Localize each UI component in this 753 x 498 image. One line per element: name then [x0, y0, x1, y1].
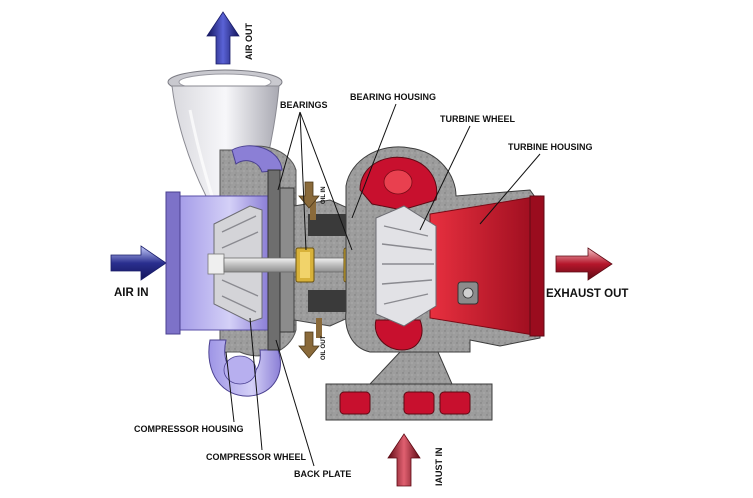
oil-out-arrow-icon [298, 331, 320, 359]
label-air-out: AIR OUT [244, 23, 254, 61]
exhaust-inlet-flange [325, 351, 493, 421]
label-back-plate: BACK PLATE [294, 469, 351, 479]
label-turbine-housing: TURBINE HOUSING [508, 142, 593, 152]
label-exhaust-in: IAUST IN [434, 447, 444, 486]
label-oil-in: OIL IN [321, 186, 327, 204]
label-turbine-wheel: TURBINE WHEEL [440, 114, 515, 124]
bearing-left [295, 247, 315, 283]
label-air-in: AIR IN [114, 287, 149, 299]
label-compressor-wheel: COMPRESSOR WHEEL [206, 452, 307, 462]
label-bearing-housing: BEARING HOUSING [350, 92, 436, 102]
label-oil-out: OIL OUT [321, 335, 327, 360]
leader-turbine-wheel [419, 125, 471, 231]
air-out-arrow-icon [206, 11, 240, 65]
leader-back-plate [275, 339, 315, 467]
turbine-wheel [375, 205, 437, 327]
exhaust-in-arrow-icon [387, 433, 421, 487]
leader-bearing-housing [351, 103, 397, 219]
leader-bearings [277, 111, 353, 251]
leader-compressor-wheel [249, 317, 263, 451]
label-exhaust-out: EXHAUST OUT [546, 288, 628, 300]
exhaust-out-arrow-icon [555, 247, 613, 281]
leader-compressor-housing [225, 351, 235, 423]
turbine-housing [345, 146, 545, 381]
leader-turbine-housing [479, 153, 541, 225]
label-compressor-housing: COMPRESSOR HOUSING [134, 424, 244, 434]
label-bearings: BEARINGS [280, 100, 328, 110]
air-in-arrow-icon [110, 245, 167, 281]
